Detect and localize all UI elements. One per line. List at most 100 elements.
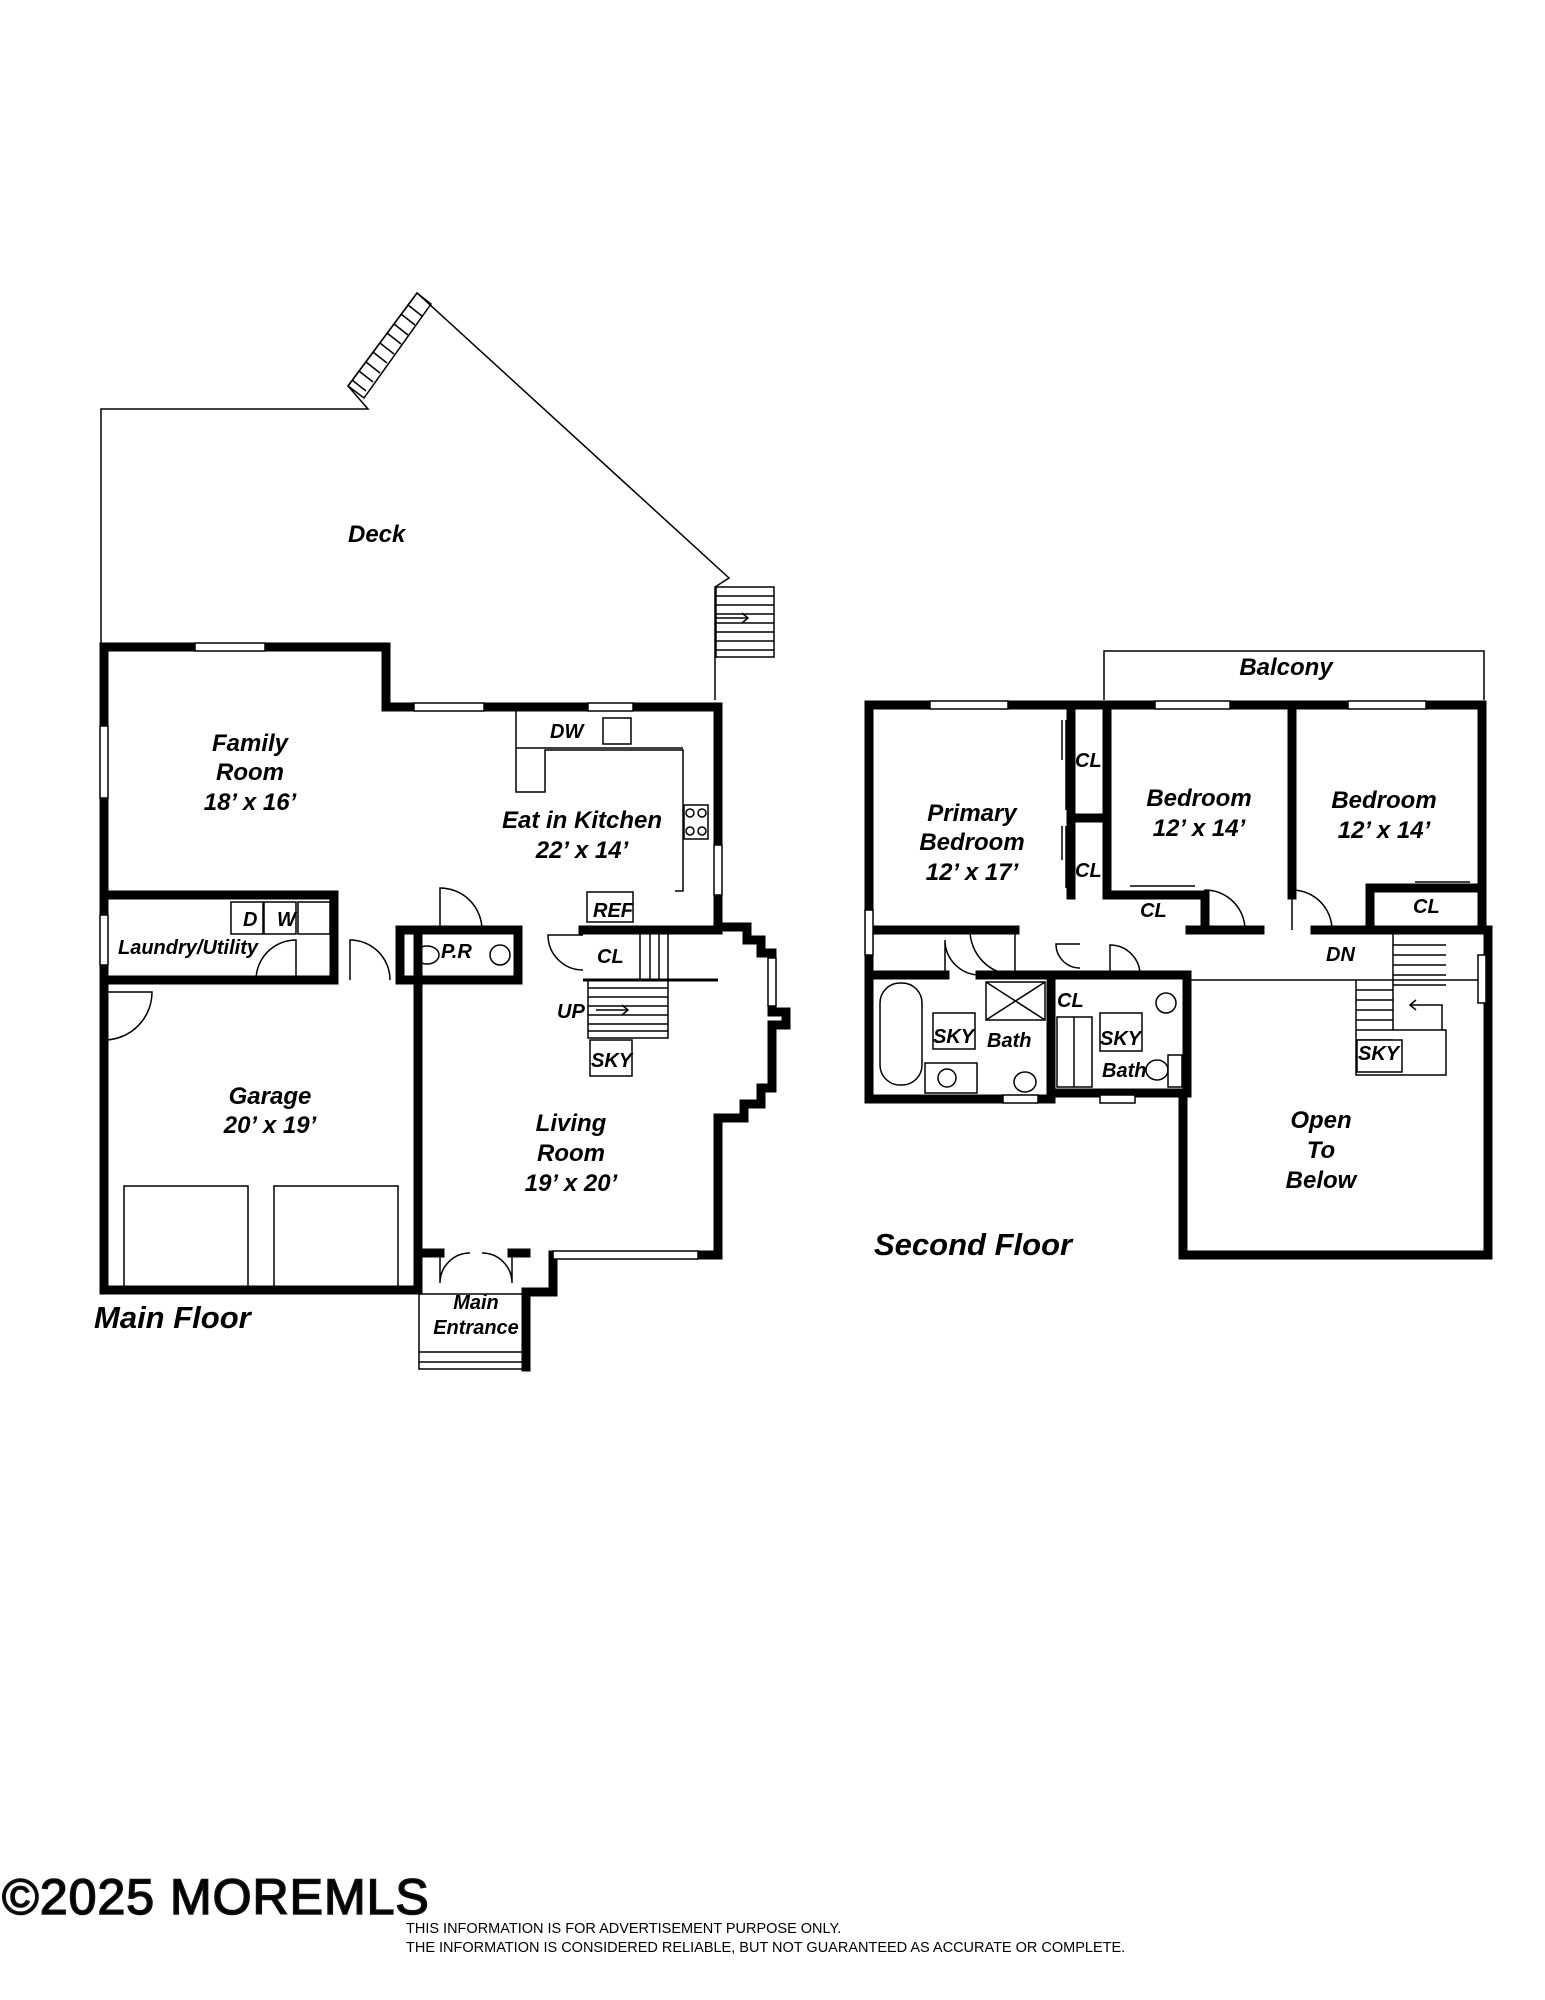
kitchen-sink [602,717,632,745]
bedroom-a-label: Bedroom [1146,785,1251,812]
balcony-outline [1103,650,1485,700]
hall-closet-door [1055,943,1081,969]
skylight-label: SKY [591,1050,634,1072]
powder-room-walls [395,925,523,985]
entry-door-left [439,1252,471,1284]
deck-label: Deck [348,521,407,548]
skylight-label: SKY [1358,1043,1401,1065]
sink-bath2 [1155,992,1177,1014]
range-burner [697,808,707,818]
refrigerator [586,891,634,923]
entrance-label: Entrance [433,1317,519,1339]
family-room-size: 18’ x 16’ [204,789,297,816]
entrance-label: Main [453,1292,499,1314]
bath-label: Bath [1102,1060,1146,1082]
garage-side-door [103,991,153,1041]
stairs-up-label: UP [557,1001,585,1023]
second-windows [864,700,1487,1104]
balcony-label: Balcony [1239,654,1334,681]
closet-label: CL [1140,900,1167,922]
skylight-bath1 [932,1012,976,1050]
closet-label: CL [1075,860,1102,882]
main-exterior-wall [99,642,791,1372]
dryer [230,901,264,935]
disclaimer-line-2: THE INFORMATION IS CONSIDERED RELIABLE, … [406,1940,1125,1956]
bedroom-b-size: 12’ x 14’ [1338,817,1431,844]
shower-drain [985,981,1046,1021]
copyright-watermark: ©2025 MOREMLS [2,1869,430,1925]
powder-room-label: P.R [441,941,472,963]
main-floor-title: Main Floor [94,1300,253,1335]
refrigerator-label: REF [593,900,634,922]
bedroom-b-door [1291,889,1333,931]
laundry-door [255,939,297,981]
primary-bath-door [969,929,1016,976]
washer-label: W [277,909,298,931]
skylight-stairs [1356,1039,1403,1073]
range-burner [685,826,695,836]
living-room-label: Living [536,1110,607,1137]
laundry-wall [99,890,339,985]
range-burner [697,826,707,836]
garage-door-right [273,1185,399,1291]
disclaimer-line-1: THIS INFORMATION IS FOR ADVERTISEMENT PU… [406,1921,841,1937]
skylight-label: SKY [933,1026,976,1048]
main-floor-plan: Deck Family Room 18’ x 16’ Eat in Kitche… [94,291,791,1372]
garage-laundry-door [349,939,391,981]
bedroom-a-door [1204,889,1246,931]
kitchen-size: 22’ x 14’ [535,837,629,864]
second-floor-title: Second Floor [874,1227,1074,1262]
bedroom-b-label: Bedroom [1331,787,1436,814]
primary-bedroom-door [944,939,981,976]
kitchen-counter [515,711,684,892]
family-room-label: Family [212,730,290,757]
dishwasher-label: DW [550,721,585,743]
deck-outline [100,291,731,700]
closet-label: CL [1413,896,1440,918]
main-windows [99,642,777,1260]
dryer-label: D [243,909,257,931]
primary-bedroom-label: Primary [927,800,1018,827]
closet-label: CL [1057,990,1084,1012]
bath-label: Bath [987,1030,1031,1052]
closet-door [547,934,584,971]
living-room-label: Room [537,1140,605,1167]
skylight-bath2 [1099,1012,1143,1052]
primary-bedroom-size: 12’ x 17’ [926,859,1019,886]
skylight [589,1039,633,1077]
bathtub [879,982,923,1086]
vanity-bath2 [1167,1054,1183,1088]
open-to-below-label: To [1307,1137,1335,1164]
second-exterior-wall [864,700,1493,1260]
bedroom-a-size: 12’ x 14’ [1153,815,1246,842]
open-to-below-label: Open [1290,1107,1351,1134]
closet-label: CL [597,946,624,968]
kitchen-range [683,804,709,840]
closet-sliders [1061,720,1470,888]
garage-size: 20’ x 19’ [223,1112,317,1139]
closet-label: CL [1075,750,1102,772]
skylight-label: SKY [1100,1028,1143,1050]
garage-door-left [123,1185,249,1291]
bath2-door [1109,944,1141,976]
bedroom-b-closet-wall [1365,883,1487,935]
second-floor-plan: Balcony Primary Bedroom 12’ x 17’ Bedroo… [864,650,1493,1262]
entry-steps [418,1293,527,1370]
toilet-bath2 [1145,1059,1169,1081]
entry-door-right [481,1252,513,1284]
vanity-bath1 [924,1062,978,1094]
living-room-size: 19’ x 20’ [525,1170,618,1197]
laundry-sink [297,901,331,935]
powder-room-toilet [414,945,440,965]
toilet-bath1 [1013,1071,1037,1093]
family-room-label: Room [216,759,284,786]
deck-stair-side [715,586,775,658]
garage-label: Garage [229,1083,312,1110]
laundry-label: Laundry/Utility [118,937,259,959]
washer [263,901,297,935]
powder-room-door [439,887,483,931]
open-to-below-label: Below [1286,1167,1358,1194]
powder-room-sink [489,944,511,966]
range-burner [685,808,695,818]
